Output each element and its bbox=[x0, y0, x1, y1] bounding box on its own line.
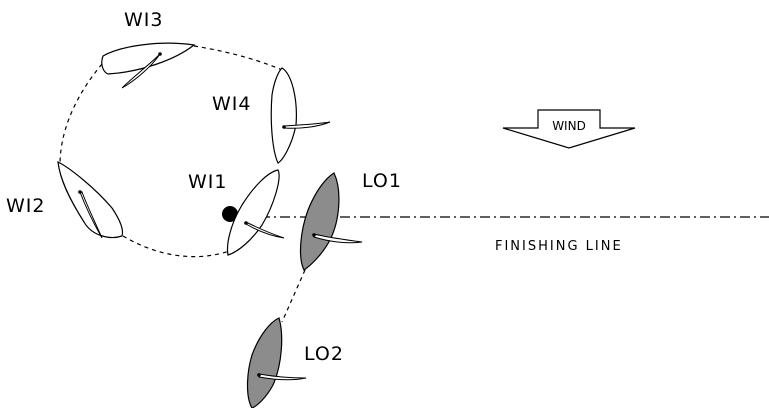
boat-wi3-hull bbox=[101, 42, 196, 75]
boat-wi1 bbox=[226, 169, 285, 256]
boat-lo2 bbox=[246, 317, 307, 409]
boat-lo2-sail bbox=[258, 373, 307, 381]
boat-wi4-mast bbox=[282, 125, 286, 129]
label-wi1: WI1 bbox=[188, 171, 227, 193]
boat-lo1-mast bbox=[312, 233, 316, 237]
label-wi2: WI2 bbox=[6, 195, 45, 217]
label-lo1: LO1 bbox=[362, 170, 402, 192]
leeward-boat-track bbox=[281, 269, 306, 323]
boat-wi3 bbox=[101, 42, 196, 89]
boat-lo1 bbox=[299, 172, 363, 271]
boat-wi3-sail bbox=[121, 53, 161, 89]
wind-indicator: WIND bbox=[502, 109, 636, 149]
boat-wi2 bbox=[57, 160, 124, 239]
boat-lo1-hull bbox=[299, 172, 340, 271]
finishing-mark bbox=[222, 206, 238, 222]
windward-boat-track bbox=[59, 45, 283, 258]
boat-wi1-hull bbox=[226, 169, 280, 256]
boat-wi3-mast bbox=[158, 52, 162, 56]
boat-wi2-hull bbox=[57, 160, 124, 239]
boat-wi2-mast bbox=[78, 190, 82, 194]
boat-lo2-hull bbox=[246, 317, 283, 409]
label-wi3: WI3 bbox=[124, 9, 163, 31]
wind-label: WIND bbox=[552, 119, 586, 133]
finishing-line-label: FINISHING LINE bbox=[495, 239, 623, 254]
label-wi4: WI4 bbox=[212, 93, 251, 115]
boat-wi1-sail bbox=[245, 221, 285, 239]
boat-wi4-hull bbox=[270, 67, 297, 164]
boat-wi2-sail bbox=[79, 191, 103, 239]
boat-wi4 bbox=[270, 67, 331, 164]
boat-wi1-mast bbox=[244, 221, 248, 225]
label-lo2: LO2 bbox=[304, 343, 344, 365]
wind-arrow bbox=[502, 109, 636, 149]
boat-lo2-mast bbox=[257, 373, 261, 377]
boat-lo1-sail bbox=[313, 233, 363, 244]
boat-wi4-sail bbox=[283, 121, 331, 129]
